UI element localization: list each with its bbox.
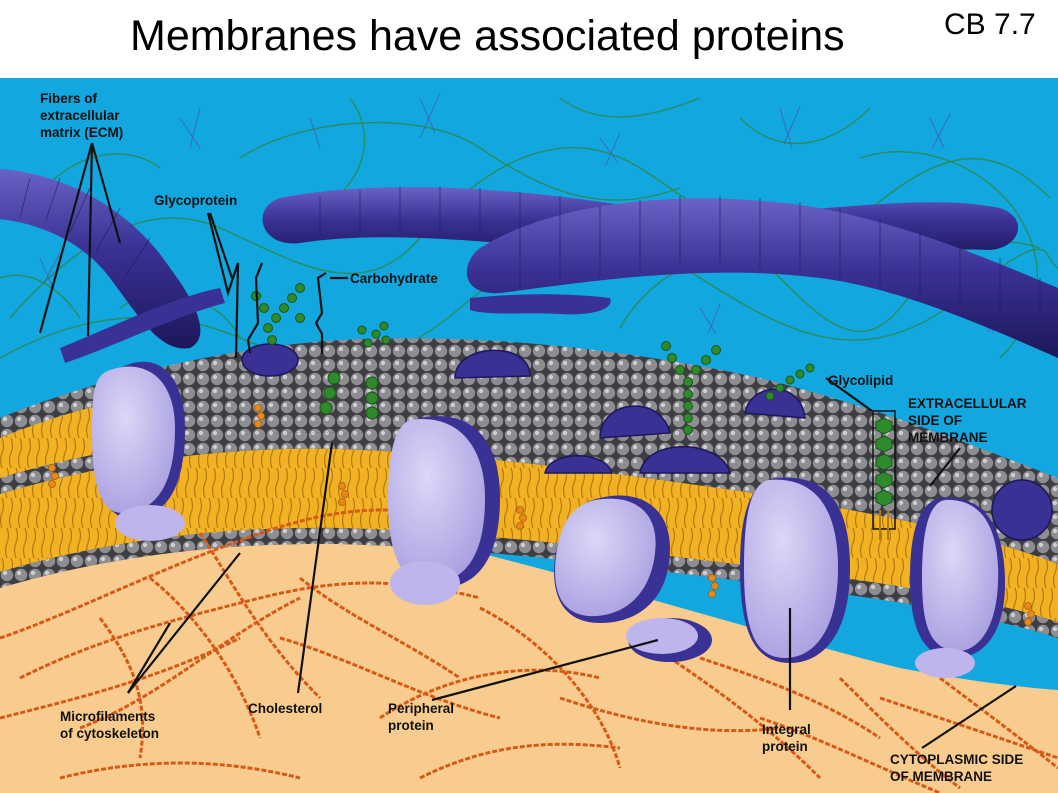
glycolipid <box>872 410 896 540</box>
phospholipid-tails <box>0 448 1058 622</box>
carbohydrate-chains <box>251 283 815 435</box>
label-integral-protein: Integral protein <box>762 722 815 754</box>
peripheral-proteins-outer <box>241 343 1053 541</box>
label-carbohydrate: Carbohydrate <box>350 271 438 286</box>
label-fibers-ecm: Fibers of extracellular matrix (ECM) <box>40 91 123 140</box>
cholesterol-molecules <box>48 404 1035 626</box>
label-microfilaments: Microfilaments of cytoskeleton <box>60 709 159 741</box>
membrane-surface <box>0 338 1058 548</box>
label-glycolipid: Glycolipid <box>828 373 893 388</box>
label-cholesterol: Cholesterol <box>248 701 322 716</box>
integral-protein-4 <box>740 477 850 663</box>
outer-heads-edge <box>0 432 1058 564</box>
membrane-figure: Fibers of extracellular matrix (ECM) Gly… <box>0 78 1058 793</box>
slide-title: Membranes have associated proteins <box>130 12 845 60</box>
integral-protein-2 <box>388 416 500 605</box>
label-cytoplasmic-side: CYTOPLASMIC SIDE OF MEMBRANE <box>890 752 1027 784</box>
label-peripheral-protein: Peripheral protein <box>388 701 458 733</box>
ecm-fibers <box>0 168 1058 363</box>
integral-protein-5 <box>910 497 1005 678</box>
label-extracellular-side: EXTRACELLULAR SIDE OF MEMBRANE <box>908 396 1030 445</box>
cytoplasm <box>0 524 1058 793</box>
peripheral-protein-inner <box>626 618 712 662</box>
leader-lines <box>38 142 1017 749</box>
integral-proteins <box>92 361 1005 678</box>
figure-labels: Fibers of extracellular matrix (ECM) Gly… <box>40 91 1030 784</box>
label-glycoprotein: Glycoprotein <box>154 193 237 208</box>
figure-reference: CB 7.7 <box>944 8 1036 41</box>
integral-protein-1 <box>92 361 185 541</box>
integral-protein-3 <box>554 495 670 623</box>
